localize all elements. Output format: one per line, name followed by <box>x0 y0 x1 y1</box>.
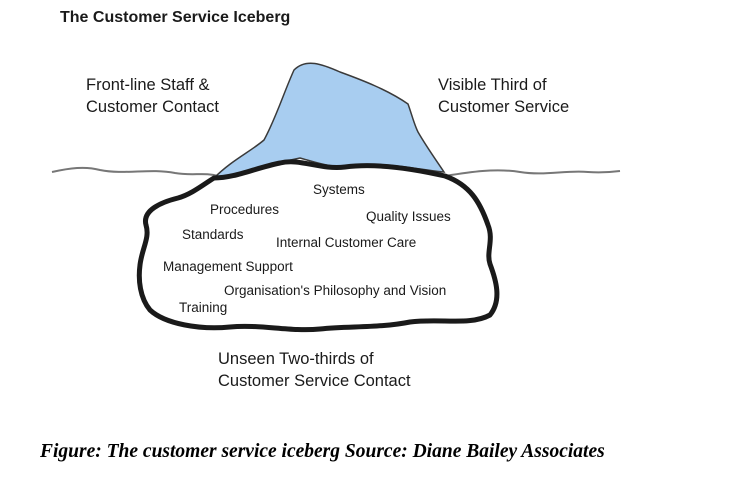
visible-third-label-line2: Customer Service <box>438 98 570 116</box>
item-systems: Systems <box>313 182 365 197</box>
item-internal-customer-care: Internal Customer Care <box>276 235 417 250</box>
item-standards: Standards <box>182 227 244 242</box>
unseen-label-line2: Customer Service Contact <box>218 372 411 390</box>
figure-caption: Figure: The customer service iceberg Sou… <box>40 441 605 462</box>
visible-third-label-line1: Visible Third of <box>438 76 547 94</box>
front-line-label: Front-line Staff & Customer Contact <box>86 74 219 118</box>
item-philosophy-vision: Organisation's Philosophy and Vision <box>224 283 447 298</box>
waterline <box>51 166 621 177</box>
item-management-support: Management Support <box>163 259 293 274</box>
unseen-label-line1: Unseen Two-thirds of <box>218 350 374 368</box>
visible-third-label: Visible Third of Customer Service <box>438 74 569 118</box>
item-procedures: Procedures <box>210 202 280 217</box>
iceberg-tip <box>211 62 446 179</box>
unseen-label: Unseen Two-thirds of Customer Service Co… <box>218 348 411 392</box>
diagram-title: The Customer Service Iceberg <box>60 9 291 26</box>
iceberg-underwater <box>136 159 500 333</box>
item-quality-issues: Quality Issues <box>366 209 451 224</box>
front-line-label-line1: Front-line Staff & <box>86 76 210 94</box>
front-line-label-line2: Customer Contact <box>86 98 219 116</box>
item-training: Training <box>179 300 228 315</box>
